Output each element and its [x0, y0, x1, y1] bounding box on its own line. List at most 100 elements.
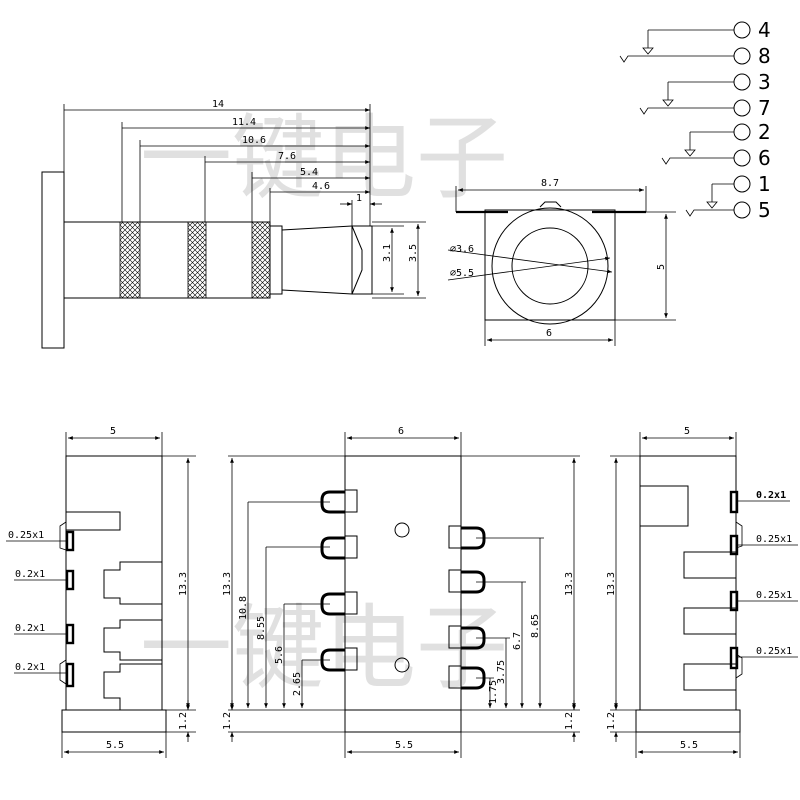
right-view-pin: [729, 490, 739, 514]
mount-hole: [394, 522, 410, 538]
left-view: 0.25x1 0.2x1 0.2x1 0.2x1 5 13.3 1.2 5.5: [6, 426, 196, 758]
inner-circle: [511, 227, 589, 305]
left-view-slot: [103, 663, 162, 710]
terminal-block: [448, 665, 462, 689]
pin-circle: [733, 149, 751, 167]
pin-number: 2: [758, 120, 771, 144]
dim-label: 5.6: [274, 646, 285, 664]
pin-size-label: 0.25x1: [756, 646, 792, 657]
switch-arrow: [662, 99, 674, 107]
dim-label: 1.2: [564, 712, 575, 730]
terminal-block: [344, 591, 358, 615]
pin-circle: [733, 123, 751, 141]
terminal-block: [344, 489, 358, 513]
pin-legend: 4 8 3 7 2 6 1 5: [619, 18, 771, 222]
middle-view: 6 13.3 10.8 8.55 5.6 2.65 13.3 8.65 6.7 …: [222, 426, 580, 758]
pin-size-label: 0.2x1: [15, 662, 45, 673]
right-view: 0.2x1 0.25x1 0.25x1 0.25x1 5 13.3 1.2 5.…: [606, 426, 798, 758]
terminal-block: [344, 647, 358, 671]
dim-label: 13.3: [178, 572, 189, 596]
right-view-latch: [735, 521, 743, 549]
outer-circle: [491, 207, 609, 325]
switch-arrow: [706, 201, 718, 209]
pin-size-label: 0.2x1: [15, 623, 45, 634]
pin-number: 5: [758, 198, 771, 222]
dim-label: 6: [546, 328, 552, 339]
dim-label: 10.8: [238, 596, 249, 620]
pin-circle: [733, 73, 751, 91]
dim-label: 13.3: [606, 572, 617, 596]
left-view-slot: [103, 561, 162, 605]
front-view-body: [484, 209, 616, 321]
dim-label: 5: [656, 264, 667, 270]
legend-line: [639, 107, 734, 115]
pin-number: 7: [758, 96, 771, 120]
pin-circle: [733, 99, 751, 117]
right-view-latch: [735, 653, 743, 679]
right-view-pin: [729, 646, 739, 670]
terminal-block: [448, 625, 462, 649]
dim-label: 1: [356, 193, 362, 204]
terminal-block: [448, 569, 462, 593]
contact-ring-2: [187, 221, 207, 299]
pin-circle: [733, 201, 751, 219]
dim-label: 10.6: [242, 135, 266, 146]
contact-ring-1: [119, 221, 141, 299]
dim-label: 6: [398, 426, 404, 437]
contact-ring-3: [251, 221, 271, 299]
pin-number: 3: [758, 70, 771, 94]
dim-label: 1.75: [488, 680, 499, 704]
dim-line-dia-outer: [447, 256, 611, 281]
dim-label: 5.5: [106, 740, 124, 751]
pin-size-label: 0.25x1: [8, 530, 44, 541]
front-view-key: [539, 201, 562, 208]
pin-circle: [733, 175, 751, 193]
pin-size-label: 0.2x1: [15, 569, 45, 580]
pin-number: 1: [758, 172, 771, 196]
watermark-text-top: 一键电子: [140, 105, 508, 212]
left-view-latch: [59, 521, 67, 551]
right-view-pin: [729, 590, 739, 612]
right-view-slot: [640, 485, 689, 527]
middle-view-base: [344, 709, 462, 733]
switch-arrow: [642, 47, 654, 55]
dim-label: 14: [212, 99, 224, 110]
pin-number: 4: [758, 18, 771, 42]
legend-line: [685, 209, 734, 217]
left-view-latch: [59, 659, 67, 685]
right-view-base: [635, 709, 741, 733]
pin-circle: [733, 21, 751, 39]
dim-label: 3.1: [382, 244, 393, 262]
side-view-flange: [41, 171, 65, 349]
dim-label: 5.5: [395, 740, 413, 751]
left-view-pin: [65, 662, 75, 688]
pin-circle: [733, 47, 751, 65]
terminal-left: [320, 536, 345, 560]
left-view-pin: [65, 623, 75, 645]
legend-line: [619, 55, 734, 63]
dim-label: 1.2: [222, 712, 233, 730]
dim-line-dia-inner: [447, 249, 613, 274]
left-view-pin: [65, 569, 75, 591]
dim-label: 1.2: [178, 712, 189, 730]
mount-hole: [394, 657, 410, 673]
right-view-pin: [729, 534, 739, 556]
dim-label: 3.5: [408, 244, 419, 262]
dim-label: 3.75: [496, 660, 507, 684]
dim-label: ⌀3.6: [450, 244, 474, 255]
side-view-chamfer: [351, 225, 363, 295]
pin-size-label: 0.2x1: [756, 490, 786, 501]
terminal-block: [448, 525, 462, 549]
left-view-slot: [103, 619, 162, 661]
dim-label: 5: [684, 426, 690, 437]
dim-label: 8.55: [256, 616, 267, 640]
dim-label: 1.2: [606, 712, 617, 730]
dim-label: 2.65: [292, 672, 303, 696]
dim-label: 7.6: [278, 151, 296, 162]
dim-label: ⌀5.5: [450, 268, 474, 279]
dim-label: 4.6: [312, 181, 330, 192]
dim-label: 11.4: [232, 117, 256, 128]
dim-label: 5.5: [680, 740, 698, 751]
dim-label: 5: [110, 426, 116, 437]
